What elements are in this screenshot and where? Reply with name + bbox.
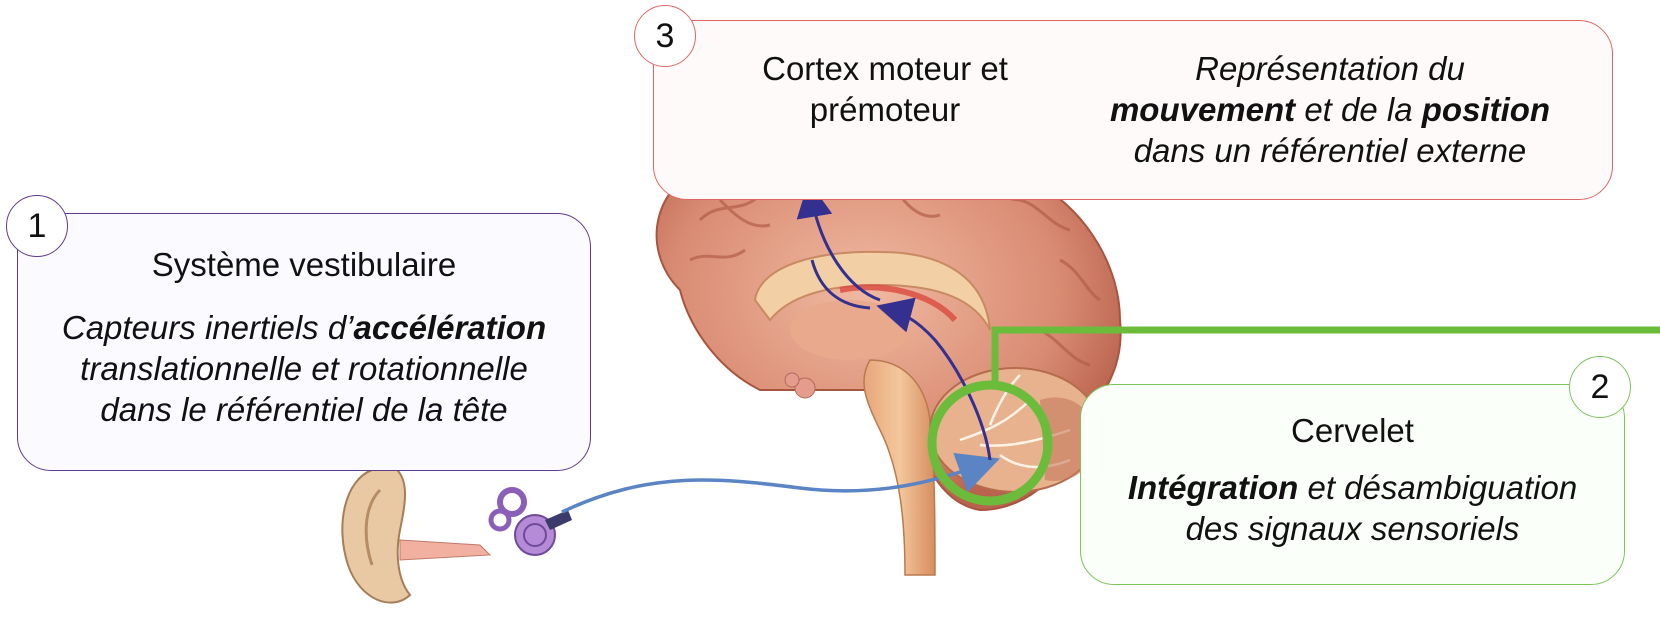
cerebellum-to-thalamus-arrow: [876, 297, 992, 461]
cortex-desc-line1: Représentation du: [1195, 50, 1465, 87]
cortex-desc-emphasis-position: position: [1421, 91, 1551, 128]
vestibular-system-box: [17, 213, 591, 471]
step-number-badge: 3: [634, 5, 696, 67]
cortex-title: Cortex moteur et prémoteur: [720, 48, 1050, 130]
vestibular-desc-line2: translationnelle et rotationnelle: [80, 350, 528, 387]
cortex-desc-emphasis-movement: mouvement: [1109, 91, 1296, 128]
step-number-badge: 1: [6, 195, 68, 257]
cerebellum-desc-emphasis: Intégration: [1127, 469, 1299, 506]
ear-illustration: [341, 466, 572, 604]
cortex-title-line2: prémoteur: [809, 91, 961, 128]
cortex-box: [653, 20, 1613, 200]
brain-illustration: [655, 144, 1122, 576]
cerebellum-highlight-circle: [927, 380, 1053, 506]
vestibular-description: Capteurs inertiels d’accélération transl…: [17, 307, 591, 430]
cortex-ascending-arrow: [796, 181, 881, 302]
cerebellum-desc-rest: et désambiguation: [1298, 469, 1578, 506]
cerebellum-box: [1080, 384, 1625, 585]
cortex-desc-mid: et de la: [1295, 91, 1422, 128]
cortex-title-line1: Cortex moteur et: [762, 50, 1008, 87]
vestibular-title: Système vestibulaire: [151, 246, 457, 283]
cortex-desc-line3: dans un référentiel externe: [1133, 132, 1527, 169]
vestibular-desc-line3: dans le référentiel de la tête: [100, 391, 508, 428]
cerebellum-connector-line: [991, 326, 1660, 385]
vestibular-desc-text: Capteurs inertiels d’: [61, 309, 354, 346]
cerebellum-description: Intégration et désambiguation des signau…: [1080, 467, 1625, 549]
cortex-description: Représentation du mouvement et de la pos…: [1060, 48, 1600, 171]
thalamus-to-cortex-arrow: [810, 259, 871, 310]
cerebellum-title: Cervelet: [1291, 412, 1414, 449]
step-number-badge: 2: [1569, 356, 1631, 418]
vestibular-signal-arrow: [561, 452, 1000, 514]
vestibular-desc-emphasis: accélération: [353, 309, 547, 346]
cerebellum-desc-line2: des signaux sensoriels: [1185, 510, 1520, 547]
